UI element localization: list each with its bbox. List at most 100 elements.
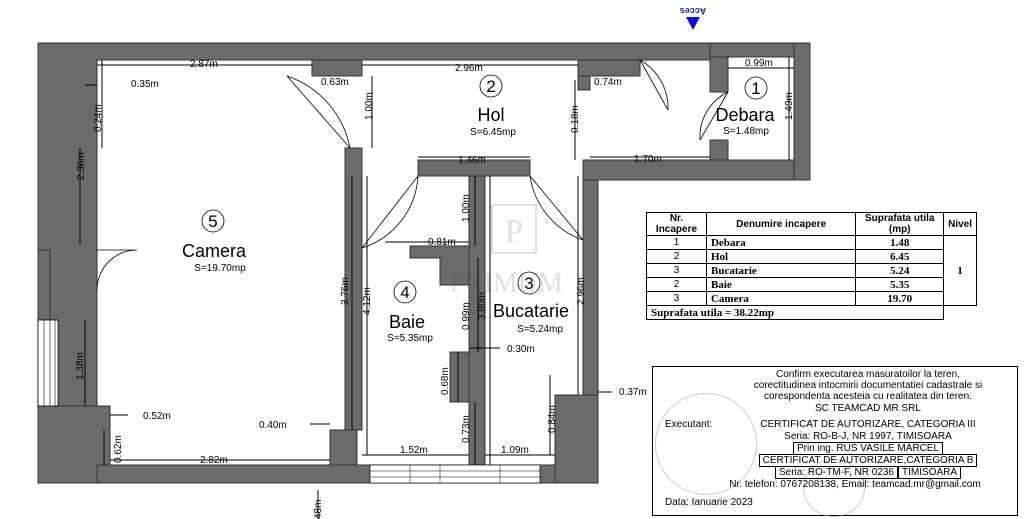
room-table: Nr. Incapere Denumire incapere Suprafata… — [645, 212, 977, 320]
table-row: 3 Bucatarie 5.24 — [646, 263, 977, 278]
cert-intro-line: Confirm executarea masuratoilor la teren… — [776, 369, 960, 380]
dim-label: 2.96m — [455, 63, 483, 74]
dim-label: 0.18m — [570, 105, 581, 133]
room-area: S=6.45mp — [470, 127, 516, 138]
room-area: S=19.70mp — [194, 263, 246, 274]
room-area-cell: 5.35 — [855, 277, 945, 292]
dim-label: 0.52m — [143, 411, 171, 422]
nivel-cell: 1 — [943, 235, 977, 306]
dim-label: 1.46m — [458, 155, 486, 166]
room-nr-cell: 3 — [646, 263, 707, 278]
dim-label: 0.73m — [461, 415, 472, 443]
table-header: Suprafata utila (mp) — [855, 212, 945, 236]
dim-label: 0.40m — [259, 420, 287, 431]
window-left — [37, 319, 59, 407]
dim-label: 0.30m — [507, 344, 535, 355]
room-name: Debara — [715, 105, 775, 125]
dim-label: 0.68m — [440, 367, 451, 395]
room-nr-cell: 2 — [646, 249, 707, 264]
table-header: Denumire incapere — [705, 212, 857, 236]
dim-label: 1.38m — [75, 352, 86, 380]
room-nr-cell: 1 — [646, 235, 707, 250]
dim-label: 1.00m — [364, 92, 375, 120]
dimension-lines — [79, 57, 794, 519]
contact-line: Nr. telefon: 0767208138, Email: teamcad.… — [729, 479, 981, 490]
dim-label: 0.24m — [93, 104, 104, 132]
dim-label: 1.52m — [400, 445, 428, 456]
access-label: Acces — [679, 6, 707, 16]
certificate-box: Confirm executarea masuratoilor la teren… — [652, 366, 1018, 517]
dim-label: 0.35m — [131, 79, 159, 90]
room-number: 1 — [751, 79, 760, 98]
stamp-seal-left — [655, 393, 757, 495]
room-name: Baie — [389, 312, 425, 332]
cert-intro-line: corespondenta acesteia cu realitatea din… — [764, 391, 972, 402]
dim-label: 4.12m — [362, 287, 373, 315]
room-name-cell: Hol — [705, 249, 857, 264]
date-line: Data: Ianuarie 2023 — [665, 497, 753, 508]
room-area: S=5.24mp — [517, 324, 563, 335]
room-area-cell: 1.48 — [855, 235, 945, 250]
cert-category-line: CERTIFICAT DE AUTORIZARE, CATEGORIA III — [760, 419, 976, 430]
dim-label: 2.87m — [190, 59, 218, 70]
engineer-name: Prin ing. RUS VASILE MARCEL — [792, 442, 944, 455]
dim-label: 3.80m — [477, 292, 488, 320]
dim-label: 0.62m — [113, 435, 124, 463]
dim-label: 1.70m — [634, 154, 662, 165]
watermark-text: PRIMUM — [449, 268, 563, 299]
room-name: Camera — [182, 241, 247, 261]
table-row: 1 Debara 1.48 1 — [646, 235, 977, 306]
dim-label: 2.82m — [200, 455, 228, 466]
dim-label: 0.81m — [428, 237, 456, 248]
table-row: 3 Camera 19.70 — [646, 291, 977, 306]
dim-label: 1.00m — [461, 194, 472, 222]
room-number: 3 — [524, 274, 533, 293]
room-number: 4 — [400, 283, 409, 302]
room-area-cell: 19.70 — [855, 291, 945, 306]
room-labels: 1 Debara S=1.48mp 2 Hol S=6.45mp 3 Bucat… — [182, 74, 776, 344]
room-name-cell: Debara — [705, 235, 857, 250]
room-nr-cell: 3 — [646, 291, 707, 306]
dim-label: 0.63m — [321, 77, 349, 88]
dim-label: 2.36m — [76, 152, 87, 180]
room-nr-cell: 2 — [646, 277, 707, 292]
dim-label: 0.74m — [594, 77, 622, 88]
room-name: Hol — [477, 105, 504, 125]
total-area: Suprafata utila = 38.22mp — [645, 305, 945, 320]
room-area: S=5.35mp — [387, 333, 433, 344]
dim-label: 0.37m — [619, 387, 647, 398]
table-header: Nr. Incapere — [646, 212, 707, 236]
table-total-row: Suprafata utila = 38.22mp — [645, 305, 977, 320]
dim-label: 2.96m — [576, 277, 587, 305]
dim-label: 1.09m — [501, 445, 529, 456]
room-area: S=1.48mp — [723, 126, 769, 137]
dim-label: 0.99m — [461, 302, 472, 330]
company-name: SC TEAMCAD MR SRL — [815, 403, 921, 414]
doors — [96, 59, 729, 291]
window-bottom — [369, 464, 541, 484]
table-header-row: Nr. Incapere Denumire incapere Suprafata… — [646, 212, 977, 236]
access-marker: Acces — [678, 6, 708, 30]
watermark: P PRIMUM — [449, 204, 563, 299]
room-area-cell: 6.45 — [855, 249, 945, 264]
dim-label: 0.84m — [547, 405, 558, 433]
room-name-cell: Camera — [705, 291, 857, 306]
room-number: 2 — [486, 77, 495, 96]
arrow-down-icon — [686, 17, 700, 30]
table-header: Nivel — [943, 212, 977, 236]
room-name: Bucatarie — [493, 301, 569, 321]
dim-label: 48m — [313, 500, 324, 519]
dimension-labels: 2.87m 2.96m 0.99m 0.35m 0.63m 0.74m 0.24… — [75, 58, 795, 519]
room-name-cell: Bucatarie — [705, 263, 857, 278]
table-row: 2 Baie 5.35 — [646, 277, 977, 292]
table-row: 2 Hol 6.45 — [646, 249, 977, 264]
cert-intro-line: corectitudinea intocmirii documentatiei … — [753, 380, 983, 391]
dim-label: 1.49m — [784, 92, 795, 120]
room-name-cell: Baie — [705, 277, 857, 292]
room-area-cell: 5.24 — [855, 263, 945, 278]
svg-text:P: P — [505, 213, 524, 250]
stamp-seal-right — [803, 459, 865, 517]
dim-label: 0.99m — [745, 58, 773, 69]
dim-label: 3.76m — [340, 277, 351, 305]
